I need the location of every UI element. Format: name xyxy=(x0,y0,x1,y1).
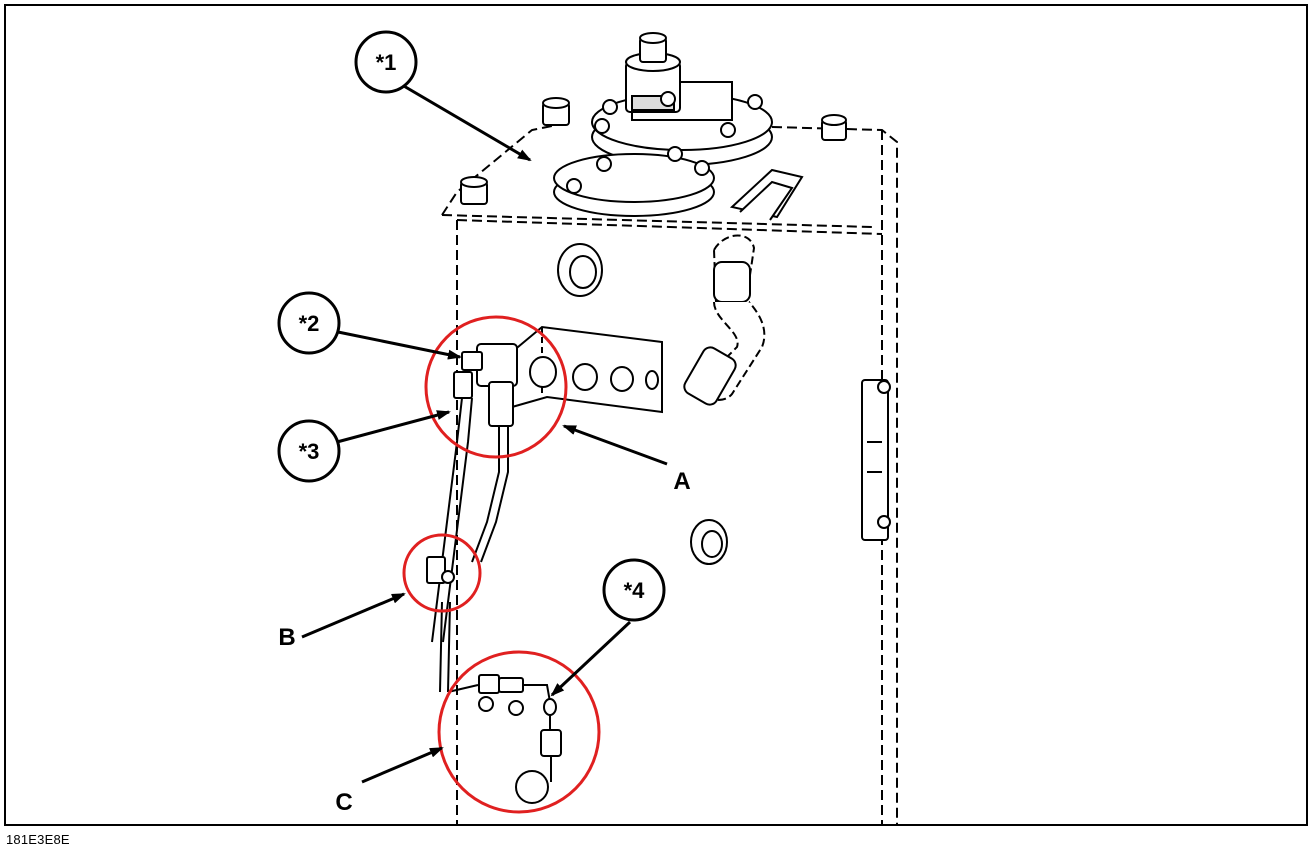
sensor-assembly xyxy=(431,343,518,643)
detail-label-B: B xyxy=(278,624,295,651)
top-flange-assembly xyxy=(553,32,773,217)
highlight-circle-B xyxy=(402,533,482,613)
connector-assembly xyxy=(447,674,562,782)
manifold-block xyxy=(511,325,663,414)
callout-2: *2 xyxy=(277,291,341,355)
figure-code: 181E3E8E xyxy=(6,832,70,847)
leader-arrows xyxy=(301,80,668,784)
highlight-circle-C xyxy=(437,650,601,814)
mounting-bosses xyxy=(460,97,847,205)
callout-4: *4 xyxy=(602,558,666,622)
tank-body xyxy=(441,125,898,824)
sight-gauge xyxy=(861,379,891,541)
callout-1-label: *1 xyxy=(376,50,397,75)
hose-fittings xyxy=(683,234,766,406)
callout-1: *1 xyxy=(354,30,418,94)
callout-3: *3 xyxy=(277,419,341,483)
clamp xyxy=(426,556,455,693)
highlight-circle-A xyxy=(424,315,568,459)
callout-4-label: *4 xyxy=(624,578,646,603)
detail-label-C: C xyxy=(335,789,352,816)
side-ports xyxy=(515,243,728,804)
flange-bolts xyxy=(566,91,763,194)
top-bracket xyxy=(729,168,804,221)
callout-3-label: *3 xyxy=(299,439,320,464)
figure-frame: *1 *2 *3 *4 A B C xyxy=(4,4,1308,826)
highlight-circles xyxy=(402,315,601,814)
detail-label-A: A xyxy=(673,468,690,495)
hydraulic-tank-diagram: *1 *2 *3 *4 A B C xyxy=(277,30,898,824)
callout-2-label: *2 xyxy=(299,311,320,336)
